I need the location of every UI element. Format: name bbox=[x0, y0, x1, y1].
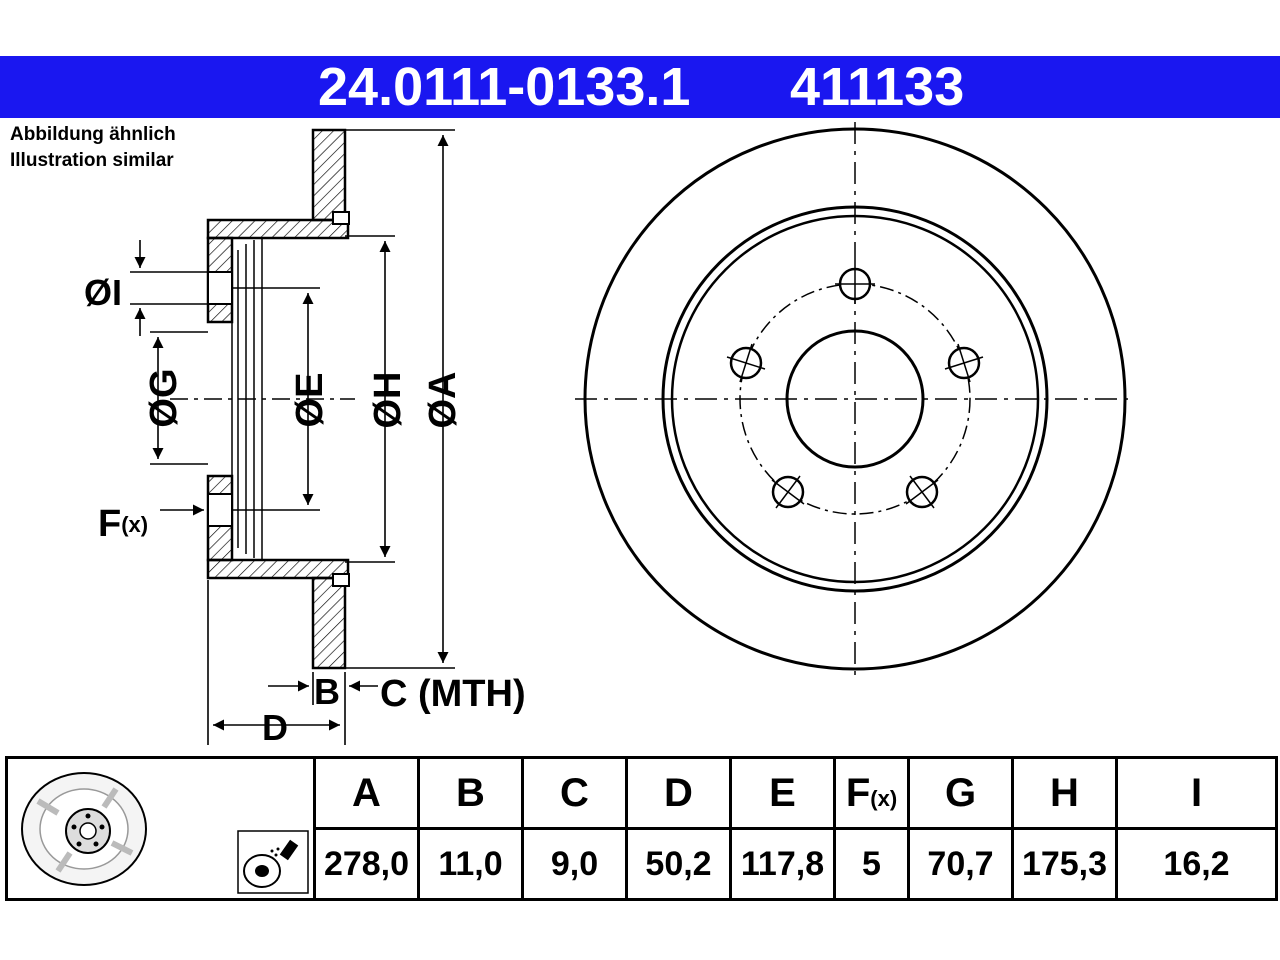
illustration-note: Abbildung ähnlich Illustration similar bbox=[10, 122, 176, 174]
disc-outer-edge bbox=[583, 127, 1127, 671]
hat-wall-bottom bbox=[206, 558, 350, 580]
bolt-hole-section-lower bbox=[207, 493, 233, 527]
label-diameter-i: ØI bbox=[84, 272, 122, 313]
value-a: 278,0 bbox=[313, 827, 420, 901]
label-c: C (MTH) bbox=[380, 673, 526, 715]
header-e: E bbox=[729, 756, 836, 830]
braking-ring-bottom bbox=[311, 576, 347, 670]
spray-cleaning-icon bbox=[237, 830, 309, 894]
label-d: D bbox=[262, 707, 288, 748]
brake-disc-thumbnail-icon bbox=[21, 771, 147, 886]
braking-ring-top bbox=[311, 128, 347, 222]
center-bore bbox=[785, 329, 925, 469]
label-diameter-g: ØG bbox=[143, 368, 185, 427]
label-diameter-e: ØE bbox=[289, 373, 331, 428]
icon-cell bbox=[5, 756, 316, 901]
disc-front-view bbox=[575, 122, 1135, 678]
value-i: 16,2 bbox=[1115, 827, 1278, 901]
header-f: F(x) bbox=[833, 756, 910, 830]
header-d: D bbox=[625, 756, 732, 830]
header-i: I bbox=[1115, 756, 1278, 830]
header-b: B bbox=[417, 756, 524, 830]
friction-ring-inner-edge bbox=[661, 205, 1049, 593]
value-b: 11,0 bbox=[417, 827, 524, 901]
label-diameter-h: ØH bbox=[367, 372, 409, 429]
disc-cross-section bbox=[170, 128, 355, 670]
value-g: 70,7 bbox=[907, 827, 1014, 901]
bolt-hole-section bbox=[207, 271, 233, 305]
header-a: A bbox=[313, 756, 420, 830]
label-f: F(x) bbox=[98, 503, 148, 545]
label-b: B bbox=[314, 671, 340, 712]
value-e: 117,8 bbox=[729, 827, 836, 901]
header-c: C bbox=[521, 756, 628, 830]
dimension-table: A B C D E F(x) G H I 278,0 11,0 9,0 50,2… bbox=[5, 756, 1278, 901]
header-g: G bbox=[907, 756, 1014, 830]
label-diameter-a: ØA bbox=[422, 372, 464, 429]
hat-wall-top bbox=[206, 218, 350, 240]
header-bar: 24.0111-0133.1 411133 bbox=[0, 56, 1280, 118]
dimension-lines bbox=[130, 129, 455, 745]
note-line-en: Illustration similar bbox=[10, 150, 174, 171]
reference-number: 411133 bbox=[790, 57, 965, 117]
value-c: 9,0 bbox=[521, 827, 628, 901]
hat-outer-edge bbox=[670, 214, 1040, 584]
value-d: 50,2 bbox=[625, 827, 732, 901]
value-h: 175,3 bbox=[1011, 827, 1118, 901]
value-f: 5 bbox=[833, 827, 910, 901]
part-number: 24.0111-0133.1 bbox=[318, 57, 691, 117]
note-line-de: Abbildung ähnlich bbox=[10, 124, 176, 145]
header-h: H bbox=[1011, 756, 1118, 830]
technical-drawing: ØA ØH ØE ØG ØI F(x) B C (MTH) D bbox=[84, 122, 1135, 748]
